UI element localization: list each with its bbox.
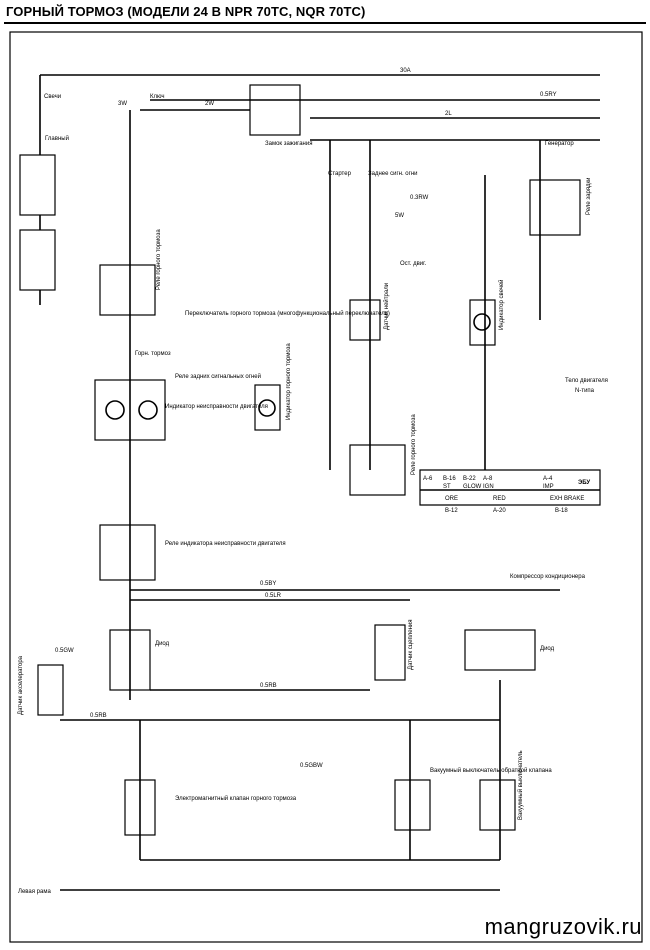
label-rele-zadnikh: Реле задних сигнальных огней [175, 373, 261, 380]
glow-indicator-lamp [473, 313, 491, 331]
label-indikator-tormoza: Индикатор горного тормоза [286, 343, 292, 420]
accelerator-sensor-box [37, 664, 64, 716]
indicator-lamp-1 [105, 400, 125, 420]
diagram-frame [9, 31, 643, 943]
wire-code-8: 0.5BY [260, 581, 276, 587]
ecu-pin-14: A-20 [493, 508, 506, 514]
wire-code-7: 2L [445, 111, 452, 117]
label-klapan: Электромагнитный клапан горного тормоза [175, 795, 297, 802]
ecu-pin-15: B-18 [555, 508, 568, 514]
label-ost-dvig: Ост. двиг. [400, 261, 427, 267]
label-n-tipa: N-типа [575, 388, 595, 394]
label-vakuum2: Вакуумный выключатель [517, 750, 524, 820]
wire-code-9: 0.5GW [55, 648, 74, 654]
fault-relay-box [99, 524, 156, 581]
label-glavnyi: Главный [45, 135, 69, 142]
watermark: mangruzovik.ru [484, 914, 642, 939]
wire-code-5: 0.3RW [410, 195, 429, 201]
valve-box [124, 779, 156, 836]
clutch-sensor-box [374, 624, 406, 681]
wire-code-2: 0.5RY [540, 92, 557, 98]
brake-relay-box [99, 264, 156, 316]
label-svechi: Свечи [44, 94, 61, 100]
ecu-pin-11: EXH BRAKE [550, 496, 584, 502]
label-rele-indikatora: Реле индикатора неисправности двигателя [165, 541, 286, 547]
label-datchik-sceplenia: Датчик сцепления [408, 620, 414, 671]
vacuum-switch-1-box [394, 779, 431, 831]
page-title: ГОРНЫЙ ТОРМОЗ (МОДЕЛИ 24 В NPR 70TC, NQR… [6, 4, 366, 19]
ignition-switch-box [249, 84, 301, 136]
label-telo-dvigatelya: Тело двигателя [565, 378, 608, 384]
wire-code-11: 0.5LR [265, 593, 282, 599]
wire-code-3: 3W [118, 101, 127, 107]
label-ecu: ЭБУ [578, 480, 590, 486]
ecu-pin-3: B-22 [463, 476, 476, 482]
wire-code-13: 0.5RB [90, 713, 107, 719]
ecu-pin-9: IMP [543, 484, 554, 490]
title-underline [4, 22, 646, 24]
ecu-pin-5: A-8 [483, 476, 493, 482]
wire-code-12: 0.5GBW [300, 763, 323, 769]
ecu-pin-8: ST [443, 484, 451, 490]
indicator-panel [94, 379, 166, 441]
label-starter: Стартер [328, 171, 352, 177]
battery-2 [19, 229, 56, 291]
label-datchik-neitrali: Датчик нейтрали [383, 283, 390, 330]
ecu-bar [419, 469, 601, 506]
brake-relay-2-box [349, 444, 406, 496]
label-zadnee: Заднее сигн. огни [368, 171, 418, 177]
vacuum-switch-2-box [479, 779, 516, 831]
label-zamok: Замок зажигания [265, 141, 312, 147]
indicator-lamp-2 [138, 400, 158, 420]
label-generator: Генератор [545, 141, 574, 147]
brake-indicator-box [254, 384, 281, 431]
wire-code-10: 0.5RB [260, 683, 277, 689]
label-datchik-akselerat: Датчик акселератора [18, 655, 24, 715]
ecu-pin-10: RED [493, 496, 506, 502]
ecu-pin-7: IGN [483, 484, 494, 490]
wire-code-1: 30A [400, 68, 411, 74]
diode-right-box [464, 629, 536, 671]
label-diod2: Диод [540, 646, 555, 652]
label-rele-gornogo-tormoza2: Реле горного тормоза [411, 414, 417, 475]
label-indikator-neispr: Индикатор неисправности двигателя [165, 404, 268, 410]
ecu-pin-4: A-4 [543, 476, 553, 482]
label-kompressor: Компрессор кондиционера [510, 574, 586, 580]
ecu-pin-12: ORE [445, 496, 458, 502]
label-pereklyuchatel: Переключатель горного тормоза (многофунк… [185, 310, 390, 317]
wire-code-4: 2W [205, 101, 214, 107]
ecu-pin-2: B-16 [443, 476, 456, 482]
brake-indicator-lamp [258, 399, 276, 417]
label-levaya-rama: Левая рама [18, 889, 51, 895]
label-gorn-tormoz: Горн. тормоз [135, 351, 171, 357]
glow-indicator-box [469, 299, 496, 346]
charging-relay-box [529, 179, 581, 236]
battery-1 [19, 154, 56, 216]
diode-left-box [109, 629, 151, 691]
label-klyuch: Ключ [150, 94, 165, 100]
neutral-sensor-box [349, 299, 381, 341]
ecu-pin-1: A-6 [423, 476, 433, 482]
label-indikator-svechei: Индикатор свечей [498, 279, 505, 330]
label-diod1: Диод [155, 641, 170, 647]
wire-code-6: 5W [395, 213, 404, 219]
label-rele-tormoza: Реле горного тормоза [156, 229, 162, 290]
label-vakuum1: Вакуумный выключатель обратной клапана [430, 767, 552, 774]
ecu-pin-13: B-12 [445, 508, 458, 514]
ecu-pin-6: GLOW [463, 484, 482, 490]
label-rele-zaryadki: Реле зарядки [586, 178, 592, 215]
